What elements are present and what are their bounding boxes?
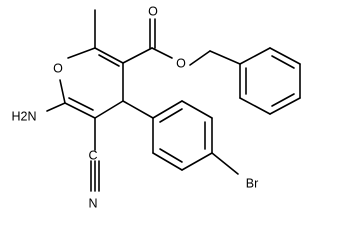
bond-benzyl-ring-1 [239,47,271,65]
bond-c3-carbonyl [122,47,153,64]
bond-benzyl-ring-inner-2 [271,93,295,107]
bond-aryl-bromine [211,152,239,175]
bond-c2-c3 [94,47,124,64]
nitrile-nitrogen-label: N [88,196,97,210]
bond-carbonyl-ether-oxygen [151,47,173,59]
bond-c2-c3-double [98,54,120,67]
amino-group-label: H2N [11,109,36,123]
bond-aryl-ring-4 [181,152,213,171]
bromine-label: Br [246,176,259,190]
bond-c5-c6 [64,102,96,119]
ester-ether-oxygen-label: O [176,56,186,70]
bond-aryl-ring-5 [152,152,183,171]
bond-o1-c2 [67,47,96,59]
bond-benzyl-ring-5 [239,97,271,115]
bond-aryl-ring-inner-3 [159,148,183,163]
ring-oxygen-label: O [53,61,63,75]
bond-c6-o1 [59,79,66,104]
bond-aryl-ring-1 [152,100,183,119]
bond-c5-c6-double [68,97,94,111]
bond-benzyl-ring-4 [269,97,301,115]
ester-carbonyl-oxygen-label: O [148,4,158,18]
bond-ether-oxygen-benzyl [189,50,211,66]
bond-aryl-ring-inner-1 [159,108,183,123]
bond-c4-aryl [122,100,154,119]
molecular-structure-diagram: O O O H2N C N Br [11,4,301,210]
bond-benzyl-ring-2 [269,47,301,65]
bond-aryl-ring-2 [181,100,213,119]
bond-benzyl-ring-inner-1 [271,55,295,69]
bond-benzyl-phenyl [209,50,241,65]
bond-c4-c5 [94,100,124,119]
nitrile-carbon-label: C [88,148,97,162]
bond-group [46,9,301,192]
atom-label-group: O O O H2N C N Br [11,4,258,210]
bond-c6-amino [46,102,66,112]
